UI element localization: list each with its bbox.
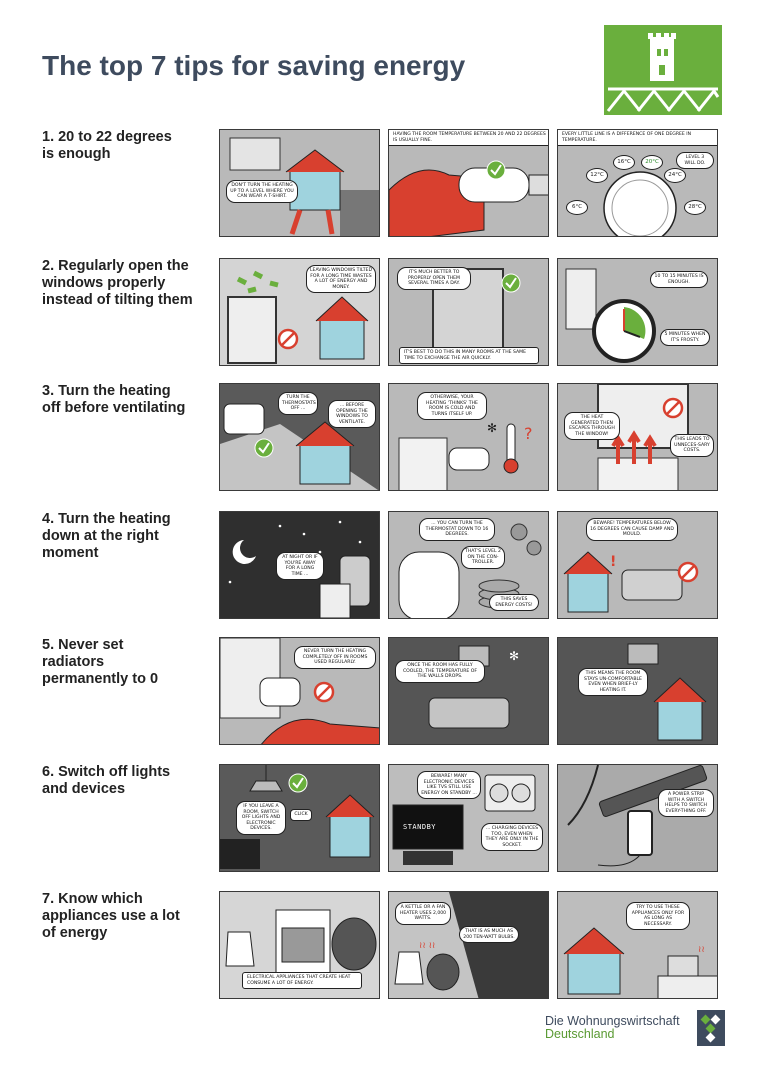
temperature-label: 12°C [586,168,608,183]
speech-bubble: A kettle or a fan heater uses 2,000 watt… [395,902,451,925]
speech-bubble: That's level 2 on the con-troller. [461,546,505,569]
comic-panel: ? ✻ Otherwise, your heating 'thinks' the… [388,383,549,491]
page-title: The top 7 tips for saving energy [42,50,466,81]
speech-bubble: Otherwise, your heating 'thinks' the roo… [417,392,487,421]
footer-line-2: Deutschland [545,1027,615,1041]
speech-bubble: A power strip with a switch helps to swi… [658,789,714,818]
speech-bubble: ... you can turn the thermostat down to … [419,518,495,541]
speech-bubble: Try to use these appliances only for as … [626,902,690,931]
speech-bubble: 5 minutes when it's frosty. [660,329,710,347]
comic-panel: ... you can turn the thermostat down to … [388,511,549,619]
comic-panel: If you leave a room, switch off lights a… [219,764,380,872]
comic-panel: Turn the thermostats off ... ... before … [219,383,380,491]
speech-bubble: If you leave a room, switch off lights a… [236,801,286,835]
temperature-label-active: 20°C [641,155,663,170]
tv-screen-text: STANDBY [403,823,437,831]
tip-label: 2. Regularly open the windows properly i… [42,258,193,308]
comic-panel: Leaving windows tilted for a long time w… [219,258,380,366]
speech-bubble: This leads to unneces-sary costs. [670,434,714,457]
kettle-icon [225,931,255,967]
comic-panel: ≀≀ ≀≀ A kettle or a fan heater uses 2,00… [388,891,549,999]
caption: Electrical appliances that create heat c… [242,972,362,990]
comic-panel: Don't turn the heating up to a level whe… [219,129,380,237]
caption: Having the room temperature between 20 a… [389,130,548,147]
speech-bubble: Once the room has fully cooled, the temp… [395,660,485,683]
svg-text:≀≀: ≀≀ [698,945,705,955]
logo [604,25,722,115]
tip-7: 7. Know which appliances use a lot of en… [0,891,763,1001]
speech-bubble: At night or if you're away for a long ti… [276,552,324,581]
tip-label: 4. Turn the heating down at the right mo… [42,511,171,561]
speech-bubble: 10 to 15 minutes is enough. [650,271,708,289]
footer-brand: Die Wohnungswirtschaft Deutschland [545,1015,680,1041]
tip-label: 5. Never set radiators permanently to 0 [42,637,159,687]
tip-5: 5. Never set radiators permanently to 0 … [0,637,763,747]
power-strip-icon [598,765,708,817]
comic-panel: It's much better to properly open them s… [388,258,549,366]
tip-label: 3. Turn the heating off before ventilati… [42,383,186,416]
checkmark-icon [486,160,506,180]
checkmark-icon [501,273,521,293]
tip-4: 4. Turn the heating down at the right mo… [0,511,763,621]
speech-bubble: This saves energy costs! [489,594,539,612]
speech-bubble: That is as much as 200 ten-watt bulbs. [459,926,519,944]
speech-bubble: Beware! Temperatures below 16 degrees ca… [586,518,678,541]
smartphone-icon [627,810,653,856]
comic-panel: Never turn the heating completely off in… [219,637,380,745]
comic-panel: 10 to 15 minutes is enough. 5 minutes wh… [557,258,718,366]
speech-bubble: Never turn the heating completely off in… [294,646,376,669]
checkmark-icon [254,438,274,458]
comic-panel: At night or if you're away for a long ti… [219,511,380,619]
comic-panel: ! Beware! Temperatures below 16 degrees … [557,511,718,619]
heat-waves-icon: ≀≀ ≀≀ [419,941,435,951]
moon-icon [232,540,256,564]
speech-bubble: Don't turn the heating up to a level whe… [226,180,298,203]
tip-label: 7. Know which appliances use a lot of en… [42,891,180,941]
speech-bubble: ... before opening the windows to ventil… [328,400,376,429]
comic-panel: Having the room temperature between 20 a… [388,129,549,237]
comic-panel: A power strip with a switch helps to swi… [557,764,718,872]
footer-logo [697,1010,725,1046]
speech-bubble: This means the room stays un-comfortable… [578,668,648,697]
temperature-label: 28°C [684,200,706,215]
speech-bubble: Leaving windows tilted for a long time w… [306,265,376,294]
tip-6: 6. Switch off lights and devices If you … [0,764,763,874]
temperature-label: 16°C [613,155,635,170]
caption: It's best to do this in many rooms at th… [399,347,539,365]
comic-panel: This means the room stays un-comfortable… [557,637,718,745]
snowflake-icon: ✻ [509,649,519,663]
temperature-label: 24°C [664,168,686,183]
svg-text:?: ? [524,424,533,443]
speech-bubble: Level 3 will do. [676,152,714,170]
speech-bubble: Beware! Many electronic devices like TVs… [417,771,481,800]
tip-label: 1. 20 to 22 degrees is enough [42,129,172,162]
comic-panel: Beware! Many electronic devices like TVs… [388,764,549,872]
fan-heater-icon [331,917,377,971]
svg-text:!: ! [610,554,616,570]
tip-2: 2. Regularly open the windows properly i… [0,258,763,368]
speech-bubble: Turn the thermostats off ... [278,392,318,415]
speech-bubble: The heat generated then escapes through … [564,412,620,441]
cooking-pot-icon [667,955,699,977]
checkmark-icon [288,773,308,793]
temperature-label: 6°C [566,200,588,215]
thermometer-icon [506,423,516,465]
comic-panel: The heat generated then escapes through … [557,383,718,491]
footer-line-1: Die Wohnungswirtschaft [545,1014,680,1028]
speech-bubble: It's much better to properly open them s… [397,267,471,290]
tower-logo-icon [604,25,722,115]
ceiling-lamp-icon [249,780,283,792]
tip-3: 3. Turn the heating off before ventilati… [0,383,763,493]
svg-text:✻: ✻ [487,421,497,435]
comic-panel: Every little line is a difference of one… [557,129,718,237]
comic-panel: ✻ Once the room has fully cooled, the te… [388,637,549,745]
comic-panel: Electrical appliances that create heat c… [219,891,380,999]
brand-logo-icon [697,1010,725,1046]
caption: Every little line is a difference of one… [558,130,717,147]
sound-effect: Click [290,809,312,821]
tip-1: 1. 20 to 22 degrees is enough Don't turn… [0,129,763,239]
comic-panel: ≀≀ Try to use these appliances only for … [557,891,718,999]
tip-label: 6. Switch off lights and devices [42,764,171,797]
